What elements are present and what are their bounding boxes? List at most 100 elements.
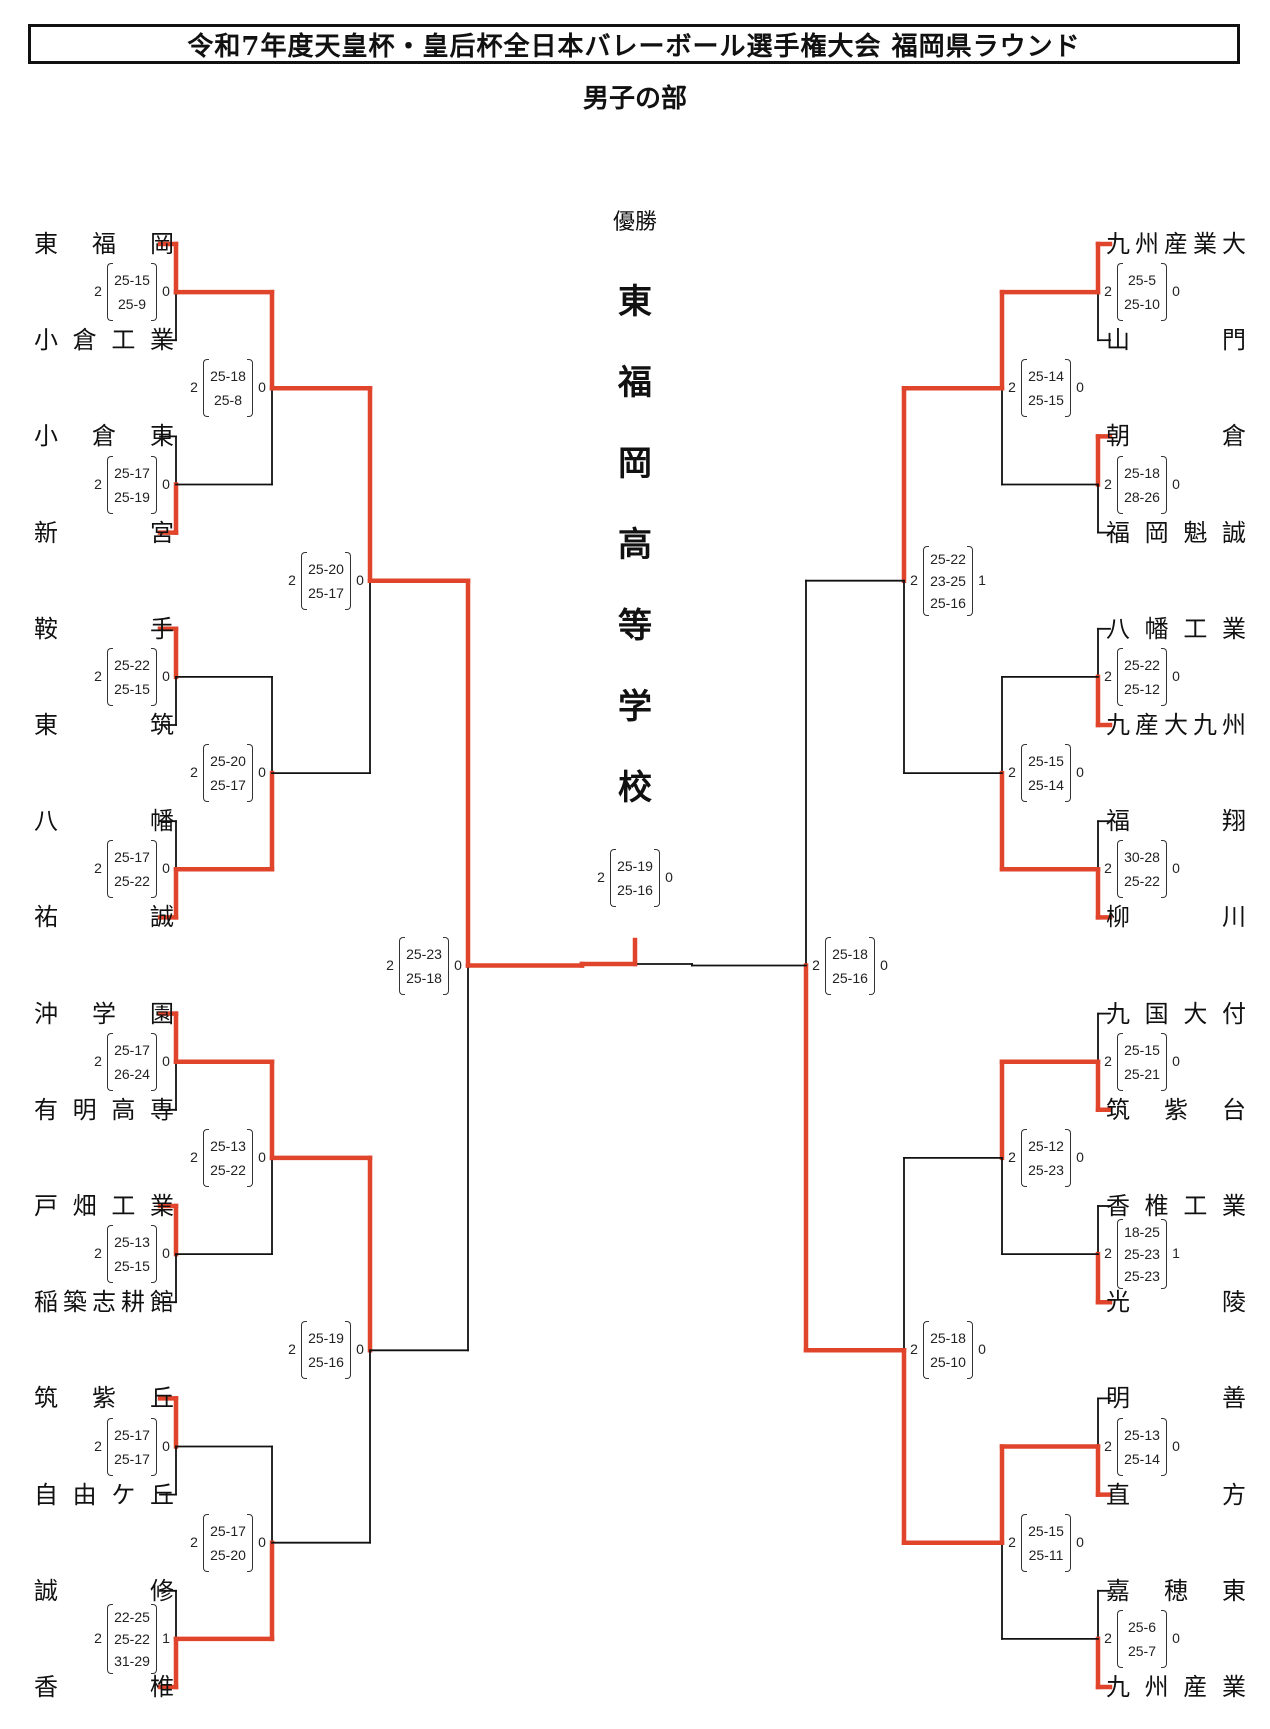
team-name-char: 戸 — [34, 1192, 58, 1220]
team-name-char: 福 — [1106, 807, 1130, 836]
set-score: 25-15 — [114, 680, 150, 697]
set-score: 25-15 — [114, 1258, 150, 1275]
champion-name-char: 東 — [618, 282, 652, 322]
team-name-char: 有 — [34, 1095, 58, 1124]
right-team-9: 九国大付 — [1106, 999, 1246, 1029]
set-score: 23-25 — [930, 572, 966, 589]
set-score: 25-9 — [117, 296, 147, 313]
team-name-char: 工 — [1183, 1192, 1208, 1220]
set-score: 25-18 — [832, 945, 868, 962]
sets-won: 2 — [910, 1341, 918, 1358]
champion-name-char: 高 — [618, 525, 652, 565]
sets-lost: 0 — [258, 764, 266, 781]
sets-lost: 1 — [162, 1629, 170, 1646]
set-score: 25-17 — [308, 584, 344, 601]
team-name-char: 明 — [1106, 1384, 1130, 1413]
set-score: 25-22 — [1124, 873, 1160, 890]
sets-lost: 0 — [1172, 1437, 1180, 1454]
set-score: 25-23 — [1028, 1161, 1064, 1178]
team-name-char: 産 — [1183, 1673, 1208, 1701]
set-score: 25-19 — [617, 858, 653, 874]
team-name-char: 業 — [1221, 614, 1246, 643]
team-name-char: 明 — [72, 1095, 97, 1124]
left-team-1: 東福岡 — [34, 229, 174, 259]
sets-won: 2 — [1008, 1533, 1016, 1550]
right-team-11: 香椎工業 — [1106, 1191, 1246, 1221]
team-name-char: 業 — [1193, 230, 1217, 258]
team-name-char: 由 — [72, 1480, 97, 1509]
set-score: 25-10 — [930, 1354, 966, 1371]
left-team-3: 小倉東 — [34, 421, 174, 451]
team-name-char: 直 — [1106, 1480, 1130, 1509]
set-score: 28-26 — [1124, 488, 1160, 505]
sets-lost: 0 — [978, 1341, 986, 1358]
left-team-15: 誠修 — [34, 1576, 174, 1606]
team-name-char: 東 — [150, 422, 174, 451]
team-name-char: 稲 — [34, 1288, 58, 1317]
team-name-char: 業 — [149, 326, 174, 355]
set-score: 25-16 — [832, 969, 868, 986]
set-score: 25-12 — [1028, 1137, 1064, 1154]
sets-won: 2 — [597, 869, 605, 885]
left-team-8: 祐誠 — [34, 902, 174, 932]
right-team-3: 朝倉 — [1106, 421, 1246, 451]
sets-won: 2 — [910, 571, 918, 588]
team-name-char: 光 — [1106, 1288, 1130, 1317]
team-name-char: 朝 — [1106, 422, 1130, 451]
set-score: 25-23 — [1124, 1268, 1160, 1285]
set-score: 25-14 — [1124, 1450, 1160, 1467]
sets-won: 2 — [1008, 379, 1016, 396]
set-score: 25-19 — [308, 1330, 344, 1347]
team-name-char: 築 — [63, 1288, 87, 1317]
right-team-1: 九州産業大 — [1106, 229, 1246, 259]
set-score: 25-15 — [1028, 392, 1064, 409]
set-score: 25-16 — [617, 882, 653, 898]
team-name-char: 丘 — [150, 1384, 174, 1413]
right-team-10: 筑紫台 — [1106, 1095, 1246, 1125]
team-name-char: 誠 — [150, 903, 174, 932]
champion-name-char: 福 — [618, 363, 652, 403]
sets-won: 2 — [94, 1052, 102, 1069]
set-score: 25-7 — [1127, 1642, 1157, 1659]
team-name-char: 香 — [1106, 1192, 1130, 1220]
right-team-8: 柳川 — [1106, 902, 1246, 932]
team-name-char: 誠 — [1221, 518, 1246, 547]
set-score: 25-17 — [114, 1426, 150, 1443]
team-name-char: 修 — [150, 1576, 174, 1605]
sets-lost: 0 — [1172, 667, 1180, 684]
right-team-7: 福翔 — [1106, 806, 1246, 836]
sets-won: 2 — [1104, 1052, 1112, 1069]
set-score: 25-16 — [930, 594, 966, 611]
left-team-4: 新宮 — [34, 518, 174, 548]
champion-label: 優勝 — [612, 210, 657, 235]
team-name-char: 筑 — [1106, 1095, 1130, 1124]
set-score: 25-17 — [114, 849, 150, 866]
left-team-16: 香椎 — [34, 1672, 174, 1702]
set-score: 25-22 — [1124, 656, 1160, 673]
team-name-char: 産 — [1135, 711, 1159, 739]
set-score: 25-15 — [114, 272, 150, 289]
sets-lost: 0 — [1076, 379, 1084, 396]
team-name-char: 高 — [111, 1095, 136, 1124]
team-name-char: 陵 — [1222, 1288, 1246, 1317]
set-score: 25-8 — [213, 392, 243, 409]
team-name-char: 香 — [34, 1673, 58, 1701]
sets-won: 2 — [190, 379, 198, 396]
team-name-char: 業 — [1221, 1673, 1246, 1701]
team-name-char: 大 — [1164, 711, 1188, 739]
sets-won: 2 — [94, 1437, 102, 1454]
team-name-char: 穂 — [1164, 1576, 1188, 1605]
